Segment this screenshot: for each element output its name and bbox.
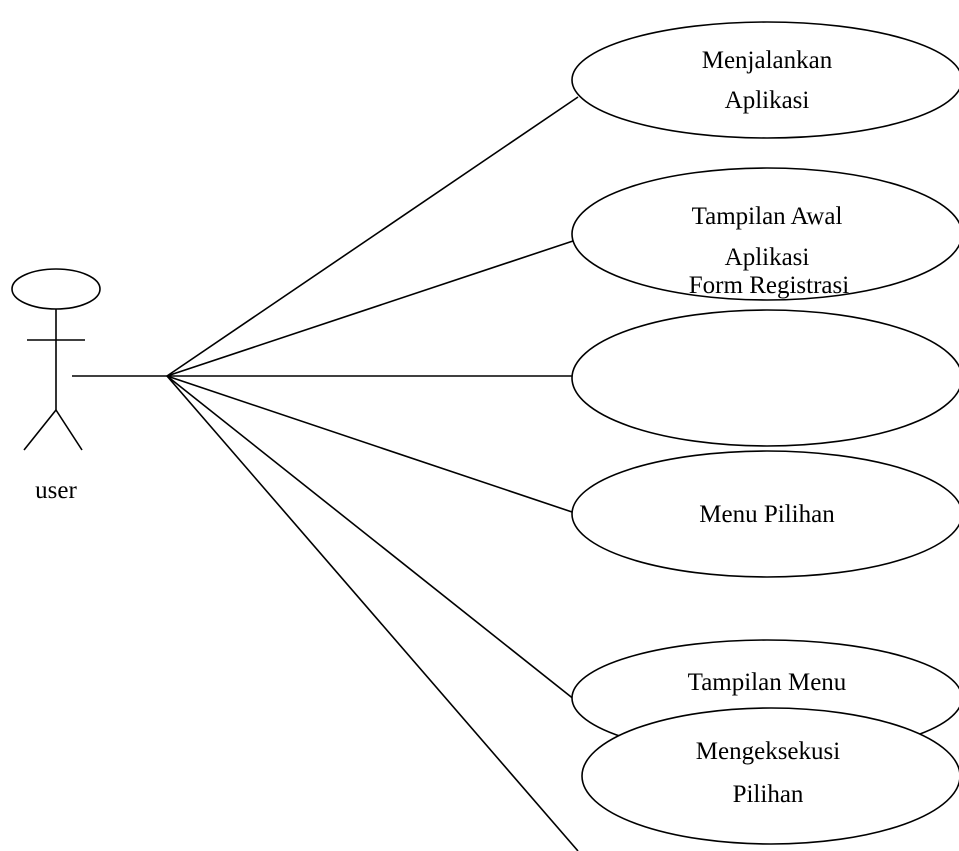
use-case-label-line2: Aplikasi xyxy=(725,87,810,114)
use-case-ellipse xyxy=(571,167,959,301)
actor-left-leg xyxy=(23,409,57,451)
use-case-tampilan-awal-aplikasi[interactable]: Tampilan Awal Aplikasi xyxy=(571,167,959,301)
association-line-uc6 xyxy=(166,375,579,851)
association-line-uc1 xyxy=(166,96,579,377)
actor-label: user xyxy=(35,477,77,504)
use-case-label-line1: Menu Pilihan xyxy=(699,501,835,528)
use-case-label-line1: Tampilan Awal xyxy=(692,203,843,230)
use-case-ellipse xyxy=(571,309,959,447)
use-case-mengeksekusi-pilihan[interactable]: Mengeksekusi Pilihan xyxy=(581,707,959,845)
use-case-label-line1: Mengeksekusi xyxy=(696,738,840,765)
use-case-ellipse xyxy=(571,450,959,578)
actor-head xyxy=(11,268,101,310)
actor-right-leg xyxy=(55,409,83,451)
use-case-menjalankan-aplikasi[interactable]: Menjalankan Aplikasi xyxy=(571,21,959,139)
use-case-ellipse xyxy=(581,707,959,845)
associations xyxy=(166,96,581,851)
association-line-uc2 xyxy=(166,239,577,377)
use-case-form-registrasi[interactable]: Form Registrasi xyxy=(571,272,959,447)
use-case-ellipse xyxy=(571,21,959,139)
use-case-label-line2: Pilihan xyxy=(733,781,804,808)
use-case-label-line2: Aplikasi xyxy=(725,244,810,271)
use-case-label-line1: Menjalankan xyxy=(702,47,833,74)
association-line-uc4 xyxy=(166,375,579,515)
actor-user[interactable]: user xyxy=(11,268,167,504)
use-case-label-line1: Form Registrasi xyxy=(689,272,849,299)
association-line-uc5 xyxy=(166,375,581,705)
use-case-label-line1: Tampilan Menu xyxy=(688,669,847,696)
use-case-menu-pilihan[interactable]: Menu Pilihan xyxy=(571,450,959,578)
